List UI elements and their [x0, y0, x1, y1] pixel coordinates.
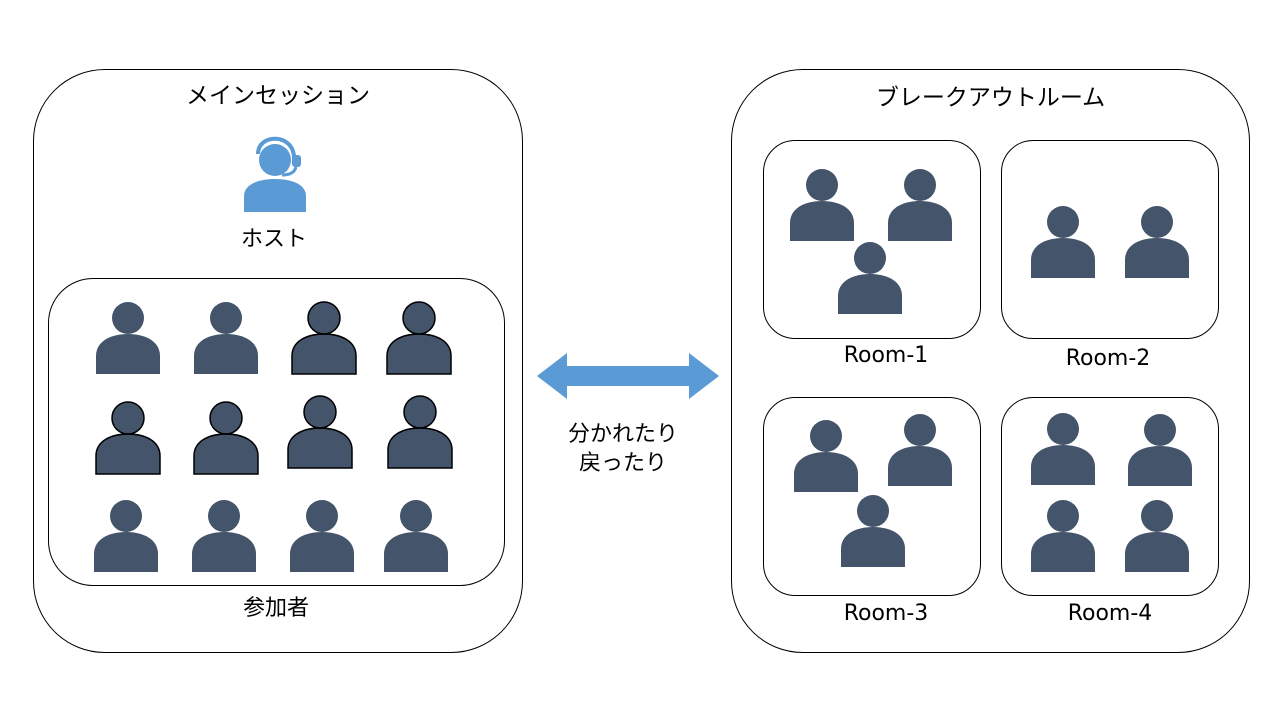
room-3-label: Room-3 [843, 601, 929, 626]
room-2-people [1031, 206, 1189, 278]
room-4-people [1031, 413, 1192, 572]
person-icon [387, 302, 451, 374]
person-icon [1031, 413, 1095, 485]
double-arrow-icon [537, 353, 719, 399]
person-icon [794, 420, 858, 492]
person-icon [841, 495, 905, 567]
person-icon [290, 500, 354, 572]
arrow-caption-line2: 戻ったり [578, 451, 667, 476]
person-icon [288, 396, 352, 468]
room-2-box [1001, 140, 1219, 339]
person-icon [888, 169, 952, 241]
person-icon [1125, 206, 1189, 278]
person-icon [384, 500, 448, 572]
room-2-label: Room-2 [1065, 346, 1151, 371]
room-1-label: Room-1 [843, 343, 929, 368]
person-icon [838, 242, 902, 314]
headset-person-icon [244, 136, 306, 212]
person-icon [194, 402, 258, 474]
participants-label: 参加者 [242, 596, 309, 621]
main-session-title: メインセッション [186, 83, 370, 109]
arrow-caption-line1: 分かれたり [567, 422, 678, 447]
person-icon [1125, 500, 1189, 572]
room-1-people [790, 169, 952, 314]
person-icon [790, 169, 854, 241]
participants-group [94, 302, 452, 572]
person-icon [1031, 500, 1095, 572]
breakout-title: ブレークアウトルーム [875, 85, 1106, 111]
room-4-label: Room-4 [1067, 601, 1153, 626]
person-icon [292, 302, 356, 374]
person-icon [1128, 414, 1192, 486]
person-icon [194, 302, 258, 374]
person-icon [94, 500, 158, 572]
person-icon [888, 414, 952, 486]
host-label: ホスト [240, 227, 307, 252]
person-icon [96, 402, 160, 474]
person-icon [96, 302, 160, 374]
person-icon [1031, 206, 1095, 278]
room-3-people [794, 414, 952, 567]
person-icon [192, 500, 256, 572]
person-icon [388, 396, 452, 468]
